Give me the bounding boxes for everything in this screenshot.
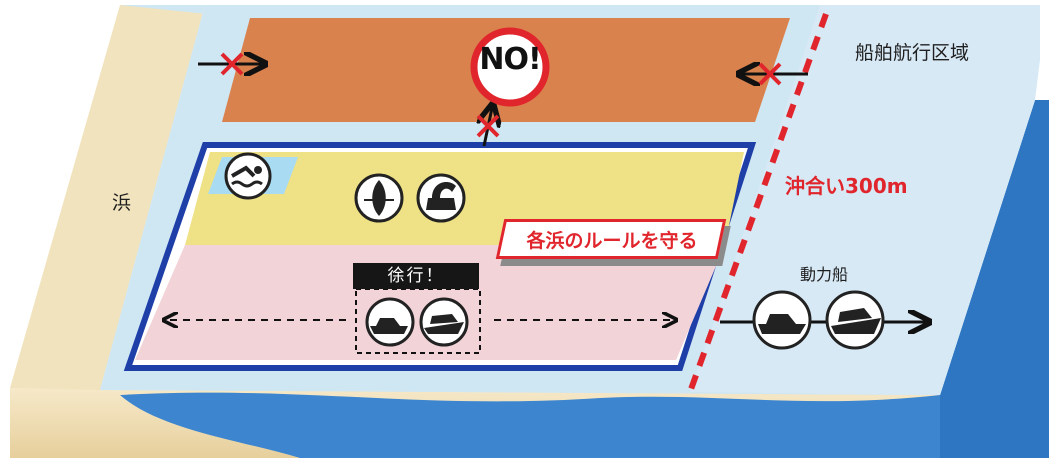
- offshore-distance-label: 沖合い300m: [785, 174, 908, 198]
- blocked-arrow-icon: [478, 108, 498, 147]
- rule-badge-text: 各浜のルールを守る: [526, 230, 698, 252]
- motorboat-icon: [825, 290, 885, 350]
- beach-label: 浜: [112, 192, 132, 214]
- slow-down-tag: 徐行！: [353, 263, 479, 289]
- jet-ski-icon: [365, 297, 415, 347]
- jet-ski-icon: [752, 290, 812, 350]
- blocked-arrow-icon: [742, 64, 808, 84]
- swan-boat-icon: [416, 173, 466, 223]
- slow-zone-box: [355, 288, 481, 354]
- blocked-arrow-icon: [198, 54, 262, 74]
- rowboat-icon: [354, 173, 404, 223]
- no-sign-text: NO!: [479, 42, 541, 77]
- shipping-area-label: 船舶航行区域: [855, 42, 970, 64]
- no-entry-icon: [470, 27, 550, 107]
- beach-sand: [10, 5, 205, 390]
- offshore-boundary-line: [687, 12, 829, 394]
- motorboat-icon: [419, 297, 469, 347]
- slab-front: [10, 100, 1049, 458]
- motorboat-label: 動力船: [800, 265, 849, 284]
- swimmer-icon: [224, 152, 272, 200]
